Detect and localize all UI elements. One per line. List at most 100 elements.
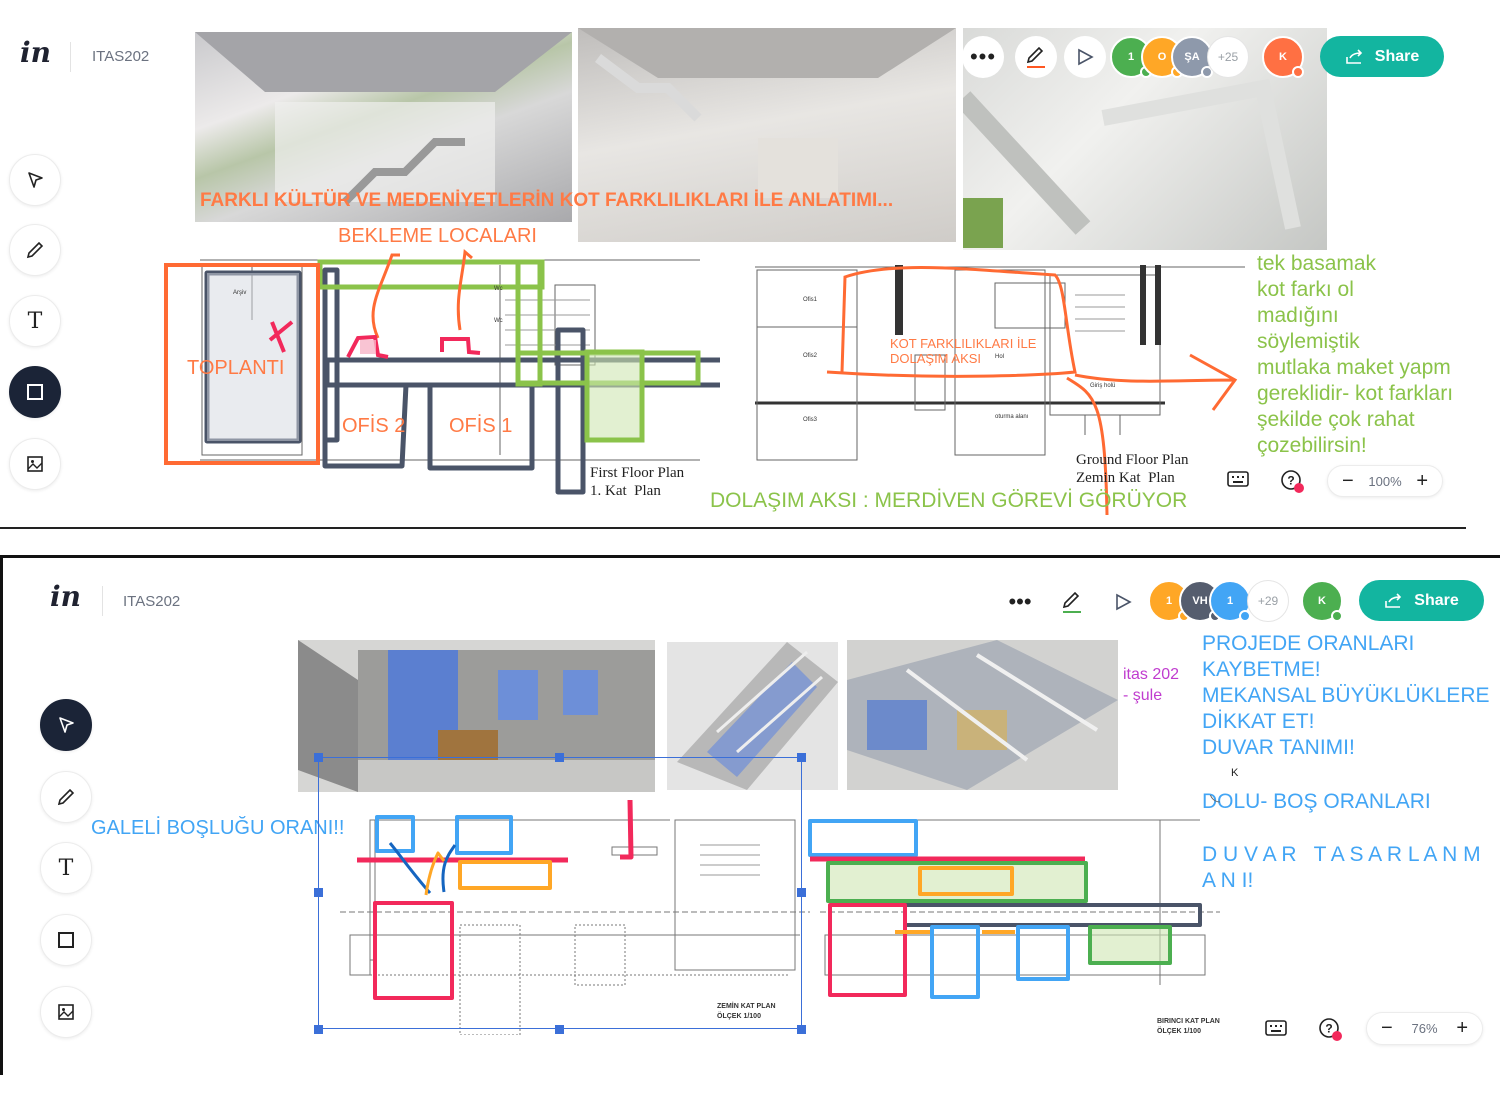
project-name[interactable]: ITAS202 — [123, 593, 181, 610]
first-floor-plan[interactable] — [160, 240, 720, 510]
collaborator-avatar[interactable]: 1 — [1209, 580, 1251, 622]
keyboard-icon — [1265, 1020, 1287, 1036]
text-icon: T — [27, 308, 43, 334]
pencil-tool-button[interactable] — [9, 224, 61, 276]
zoom-control: − 76% + — [1366, 1012, 1483, 1045]
more-icon: ••• — [1008, 589, 1032, 614]
annotation-dolasim[interactable]: DOLAŞIM AKSI : MERDİVEN GÖREVİ GÖRÜYOR — [710, 489, 1188, 512]
divider — [0, 527, 1466, 529]
pencil-icon — [1026, 46, 1045, 68]
annotation-comment[interactable]: tek basamak kot farkı ol madığını söylem… — [1257, 252, 1454, 457]
divider — [70, 42, 71, 72]
invision-logo[interactable]: in — [20, 36, 51, 69]
selection-box[interactable] — [318, 757, 802, 1029]
more-button[interactable]: ••• — [999, 581, 1041, 623]
north-label: K — [1231, 767, 1239, 779]
text-tool-button[interactable]: T — [9, 295, 61, 347]
more-icon: ••• — [969, 44, 997, 69]
invision-logo[interactable]: in — [50, 580, 81, 613]
share-icon — [1385, 592, 1402, 608]
floor-plans-bottom[interactable] — [340, 795, 1220, 1035]
resize-handle[interactable] — [797, 1025, 806, 1034]
ground-plan-caption: ZEMİN KAT PLAN ÖLÇEK 1/100 — [717, 1003, 776, 1020]
resize-handle[interactable] — [314, 888, 323, 897]
annotation-dolu-bos[interactable]: DOLU- BOŞ ORANLARI — [1202, 790, 1431, 813]
divider — [102, 586, 103, 616]
annotation-galeri[interactable]: GALELİ BOŞLUĞU ORANI!! — [91, 817, 345, 839]
zoom-level[interactable]: 100% — [1368, 473, 1402, 489]
share-button[interactable]: Share — [1320, 36, 1444, 77]
svg-text:?: ? — [1325, 1022, 1332, 1036]
rectangle-tool-button[interactable] — [9, 366, 61, 418]
first-plan-caption: BIRINCI KAT PLAN ÖLÇEK 1/100 — [1157, 1018, 1220, 1035]
image-tool-button[interactable] — [40, 986, 92, 1038]
more-collaborators[interactable]: +29 — [1247, 580, 1289, 622]
image-tool-button[interactable] — [9, 438, 61, 490]
render-image-5[interactable] — [667, 642, 838, 790]
render-image-4[interactable] — [298, 640, 655, 792]
ground-floor-plan-caption: Ground Floor Plan Zemin Kat Plan — [1076, 452, 1189, 486]
annotation-ofis1[interactable]: OFİS 1 — [449, 415, 513, 437]
help-icon: ? — [1319, 1018, 1342, 1041]
select-tool-button[interactable] — [40, 699, 92, 751]
render-image-2[interactable] — [578, 28, 956, 242]
square-icon — [58, 932, 74, 948]
render-image-1[interactable] — [195, 32, 572, 222]
zoom-out-button[interactable]: − — [1381, 1017, 1393, 1039]
ground-floor-plan[interactable] — [745, 245, 1255, 525]
annotation-author[interactable]: itas 202 - şule — [1123, 666, 1180, 704]
pencil-tool-button[interactable] — [40, 771, 92, 823]
image-icon — [58, 1004, 74, 1020]
first-floor-plan-caption: First Floor Plan 1. Kat Plan — [590, 465, 685, 499]
resize-handle[interactable] — [555, 753, 564, 762]
text-icon: T — [58, 855, 74, 881]
cursor-icon — [59, 717, 74, 733]
share-button[interactable]: Share — [1359, 580, 1484, 621]
svg-text:?: ? — [1287, 474, 1294, 488]
room-label: Hol — [995, 354, 1005, 360]
pencil-icon — [57, 788, 75, 806]
annotation-toplanti[interactable]: TOPLANTI — [187, 357, 285, 379]
annotation-ofis2[interactable]: OFİS 2 — [342, 415, 406, 437]
help-button[interactable]: ? — [1280, 469, 1306, 500]
pencil-icon — [1062, 591, 1081, 613]
resize-handle[interactable] — [797, 753, 806, 762]
pencil-button[interactable] — [1051, 581, 1093, 623]
play-icon — [1078, 48, 1094, 66]
current-user-avatar[interactable]: K — [1262, 36, 1304, 78]
annotation-duvar[interactable]: D U V A R T A S A R L A N M A N I! — [1202, 843, 1481, 892]
render-image-6[interactable] — [847, 640, 1118, 790]
annotation-comment[interactable]: PROJEDE ORANLARI KAYBETME! MEKANSAL BÜYÜ… — [1202, 632, 1490, 759]
room-label: Ofis2 — [803, 353, 818, 359]
annotation-bekleme[interactable]: BEKLEME LOCALARI — [338, 225, 537, 247]
zoom-control: −100% + — [1327, 465, 1443, 497]
project-name[interactable]: ITAS202 — [92, 48, 150, 65]
pencil-button[interactable] — [1015, 36, 1057, 78]
room-label: Ofis1 — [803, 297, 818, 303]
resize-handle[interactable] — [314, 753, 323, 762]
annotation-title[interactable]: FARKLI KÜLTÜR VE MEDENİYETLERİN KOT FARK… — [200, 190, 894, 211]
present-button[interactable] — [1064, 36, 1106, 78]
room-label: Arşiv — [233, 290, 247, 296]
current-user-avatar[interactable]: K — [1301, 580, 1343, 622]
help-button[interactable]: ? — [1318, 1017, 1344, 1048]
zoom-level[interactable]: 76% — [1411, 1021, 1438, 1036]
zoom-out-button[interactable]: − — [1342, 469, 1354, 492]
room-label: Giriş holü — [1090, 383, 1116, 389]
annotation-kot-axis[interactable]: KOT FARKLILIKLARI İLE DOLAŞIM AKSI — [890, 336, 1037, 366]
keyboard-shortcuts-button[interactable] — [1265, 1019, 1287, 1042]
cursor-icon — [28, 172, 43, 188]
more-collaborators[interactable]: +25 — [1207, 36, 1249, 78]
more-button[interactable]: ••• — [962, 36, 1004, 78]
text-tool-button[interactable]: T — [40, 842, 92, 894]
resize-handle[interactable] — [797, 888, 806, 897]
zoom-in-button[interactable]: + — [1456, 1017, 1468, 1039]
resize-handle[interactable] — [555, 1025, 564, 1034]
rectangle-tool-button[interactable] — [40, 914, 92, 966]
resize-handle[interactable] — [314, 1025, 323, 1034]
present-button[interactable] — [1102, 581, 1144, 623]
keyboard-shortcuts-button[interactable] — [1227, 470, 1249, 493]
select-tool-button[interactable] — [9, 154, 61, 206]
room-label: Wc — [494, 318, 503, 324]
zoom-in-button[interactable]: + — [1416, 469, 1428, 492]
